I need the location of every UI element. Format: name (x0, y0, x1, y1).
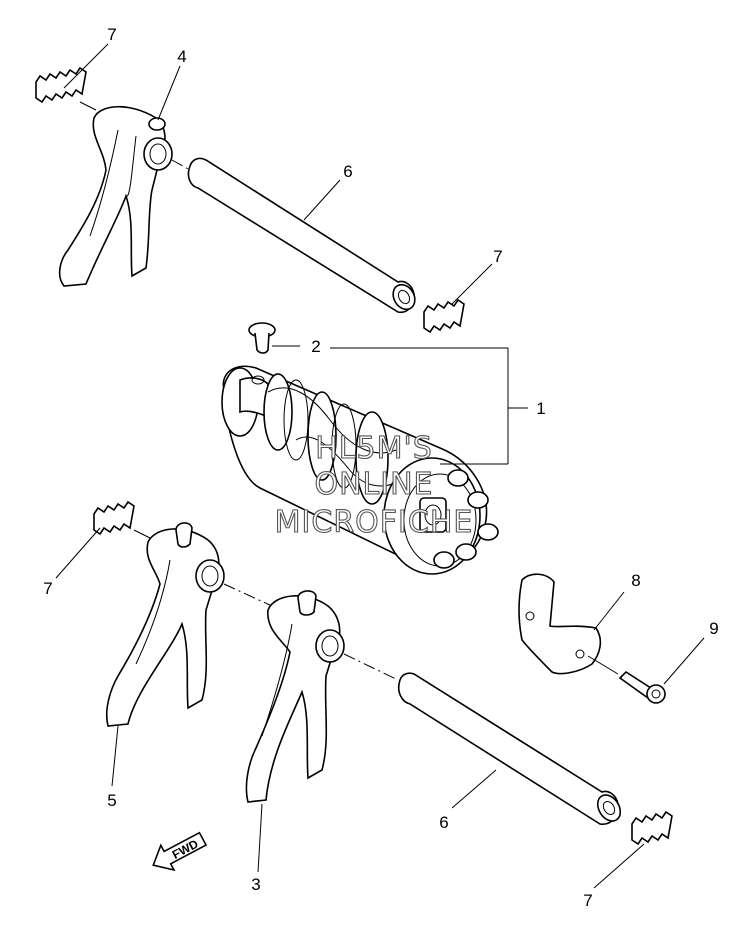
svg-text:ONLINE: ONLINE (314, 467, 433, 502)
callout-6-bottom: 6 (439, 813, 448, 832)
spring-mid-left (93, 500, 151, 539)
svg-text:MICROFICHE: MICROFICHE (275, 505, 474, 540)
spring-top-left (35, 66, 97, 111)
callout-3: 3 (251, 875, 260, 894)
callout-6-top: 6 (343, 162, 352, 181)
bolt (587, 655, 666, 704)
stopper-plate (518, 573, 602, 675)
shift-fork-top (58, 106, 173, 287)
callout-7-top-left: 7 (107, 25, 116, 44)
watermark: HL5M'S ONLINE MICROFICHE (274, 430, 474, 540)
svg-text:HL5M'S: HL5M'S (315, 431, 433, 466)
spring-bottom-right (631, 810, 673, 846)
shift-drum-pin (248, 322, 276, 354)
callout-8: 8 (631, 571, 640, 590)
shift-fork-left (105, 522, 225, 727)
callout-2: 2 (311, 337, 320, 356)
spring-top-right (423, 298, 465, 334)
callout-7-mid-left: 7 (43, 579, 52, 598)
callout-9: 9 (709, 619, 718, 638)
callout-1: 1 (536, 399, 545, 418)
callout-labels: 7 4 6 7 2 1 7 8 9 5 6 3 7 (43, 25, 718, 910)
callout-4: 4 (177, 47, 186, 66)
fork-shaft-bottom (397, 672, 622, 825)
forward-direction-arrow: FWD (152, 831, 208, 872)
leader-lines (55, 43, 705, 889)
callout-bracket (272, 345, 528, 465)
callout-7-bottom-right: 7 (583, 891, 592, 910)
callout-7-top-right: 7 (493, 247, 502, 266)
shift-fork-center (245, 590, 345, 803)
callout-5: 5 (107, 791, 116, 810)
shift-drum-assembly (221, 365, 499, 575)
fork-shaft-top (171, 157, 416, 314)
